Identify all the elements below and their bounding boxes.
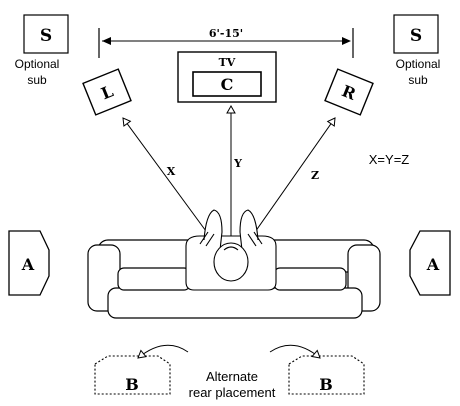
right-sub-label: S [410,26,422,46]
left-surround-speaker: A [8,230,50,296]
left-rear-label: B [125,375,139,394]
left-optional-sub-line2: sub [27,73,47,87]
equation-label: X=Y=Z [369,152,410,167]
couch-seat [107,287,363,319]
left-surround-label: A [21,255,35,274]
distance-label: 6'-15' [209,27,243,40]
center-speaker [192,71,262,97]
x-label: X [167,165,176,178]
listener-right-hand [247,231,263,247]
right-optional-sub-line1: Optional [396,57,441,71]
left-rear-box [94,355,171,395]
left-speaker: L [82,68,132,116]
listener-head [213,242,249,282]
listener-left-hand [199,231,215,247]
alternate-label-line1: Alternate [206,369,258,384]
right-subwoofer: S [393,14,439,54]
left-sub-box [23,14,69,54]
distance-dimension: 6'-15' [98,27,354,58]
right-optional-sub-line2: sub [408,73,428,87]
left-subwoofer: S [23,14,69,54]
z-label: Z [311,169,319,182]
center-label: C [221,75,234,94]
couch-cushion-right [273,267,347,291]
tv: TV C [177,51,277,103]
listener-left-knee [203,209,223,251]
right-surround-box [409,230,451,296]
right-surround-label: A [426,255,440,274]
tv-label: TV [219,56,236,69]
right-rear-box [288,355,365,395]
left-surround-box [8,230,50,296]
arrow-to-right-speaker [247,117,336,243]
right-alternate-arrow [269,344,321,359]
right-sub-box [393,14,439,54]
couch-cushion-left [117,267,191,291]
left-sub-label: S [40,26,52,46]
right-surround-speaker: A [409,230,451,296]
right-speaker-box [324,68,374,116]
left-rear-speaker: B [94,355,171,395]
listener [185,209,277,291]
right-rear-speaker: B [288,355,365,395]
left-alternate-arrow [137,344,189,359]
arrow-to-left-speaker [122,117,215,243]
left-speaker-box [82,68,132,116]
listener-hair [223,246,239,251]
listener-right-knee [239,209,259,251]
alternate-label-line2: rear placement [189,385,276,400]
left-optional-sub-line1: Optional [15,57,60,71]
right-speaker: R [324,68,374,116]
y-label: Y [233,157,242,170]
right-rear-label: B [319,375,333,394]
